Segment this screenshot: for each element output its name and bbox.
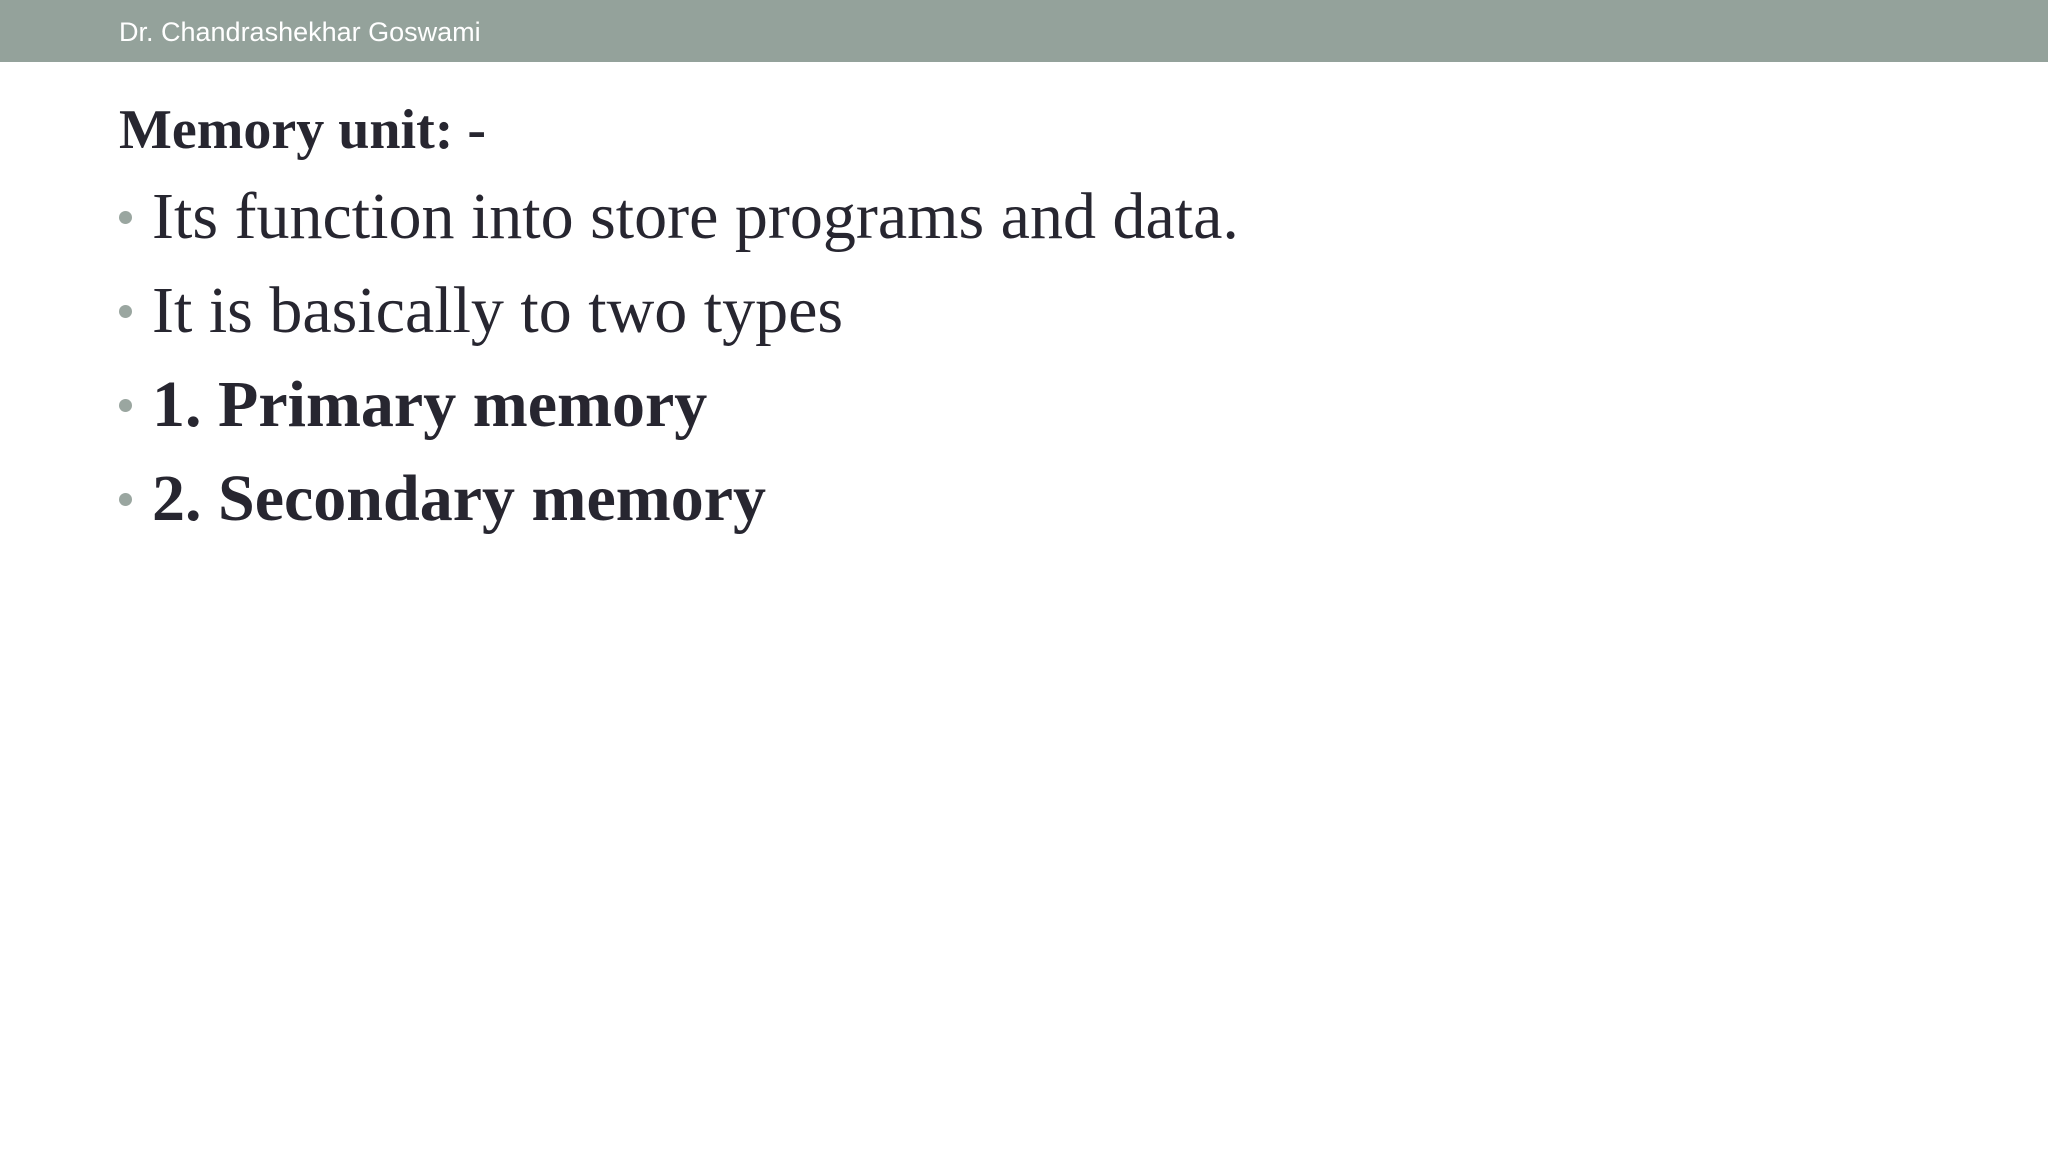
bullet-dot-icon <box>119 304 132 318</box>
bullet-text-secondary-memory: 2. Secondary memory <box>152 462 767 535</box>
bullet-dot-icon <box>119 210 132 224</box>
bullet-dot-icon <box>119 492 132 506</box>
bullet-text: It is basically to two types <box>152 274 844 347</box>
bullet-item: 1. Primary memory <box>119 358 1239 452</box>
bullet-item: 2. Secondary memory <box>119 452 1239 546</box>
bullet-list: Its function into store programs and dat… <box>119 170 1239 546</box>
bullet-dot-icon <box>119 398 132 412</box>
bullet-text: Its function into store programs and dat… <box>152 180 1239 253</box>
bullet-text-primary-memory: 1. Primary memory <box>152 368 708 441</box>
bullet-item: Its function into store programs and dat… <box>119 170 1239 264</box>
slide-title: Memory unit: - <box>119 99 487 161</box>
header-bar: Dr. Chandrashekhar Goswami <box>0 0 2048 62</box>
bullet-item: It is basically to two types <box>119 264 1239 358</box>
author-name: Dr. Chandrashekhar Goswami <box>119 17 481 47</box>
